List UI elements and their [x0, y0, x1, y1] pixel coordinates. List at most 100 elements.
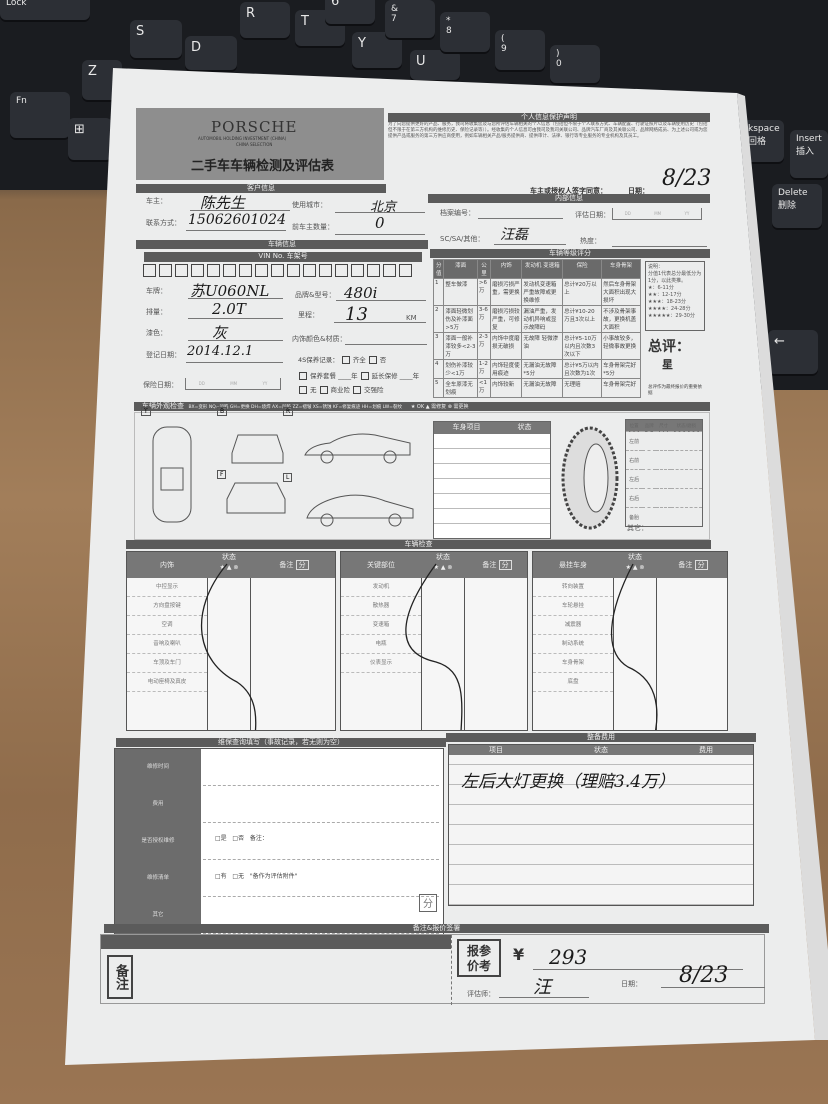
none-label[interactable]: 无: [238, 873, 245, 880]
check-item[interactable]: 仪表显示: [341, 654, 421, 673]
have-label[interactable]: 有: [220, 873, 227, 880]
check-item[interactable]: 方向盘按键: [127, 597, 207, 616]
extended-warranty-checkbox[interactable]: [360, 372, 369, 380]
no-checkbox[interactable]: [368, 356, 377, 364]
check-item[interactable]: 车轮悬挂: [533, 597, 613, 616]
service-label: 4S保养记录：: [298, 356, 339, 364]
owner-label: 车主：: [146, 197, 167, 205]
check-item[interactable]: 空调: [127, 616, 207, 635]
check-item[interactable]: 电瓶: [341, 635, 421, 654]
vin-box[interactable]: [287, 264, 300, 277]
body-items-rows[interactable]: [434, 434, 550, 538]
model-value[interactable]: 480i: [344, 284, 378, 302]
status-column: [613, 578, 657, 730]
check-item[interactable]: 制动系统: [533, 635, 613, 654]
check-item[interactable]: 散热器: [341, 597, 421, 616]
paint-value[interactable]: 灰: [212, 324, 228, 342]
grading-header-row: 分值漆面公里内饰发动机 变速箱保险车身骨架: [432, 259, 641, 279]
check-item[interactable]: 发动机: [341, 578, 421, 597]
overall-label: 总评：: [648, 339, 690, 355]
overall-note: 总评作为最终报价的重要依据: [648, 385, 702, 396]
contact-value[interactable]: 15062601024: [188, 212, 286, 228]
vin-box[interactable]: [191, 264, 204, 277]
car-left-view: [306, 494, 414, 519]
check-item[interactable]: 转向装置: [533, 578, 613, 597]
insurance-type-row: 无商业险交强险: [296, 384, 384, 394]
vin-box[interactable]: [143, 264, 156, 277]
key-insert: Insert 插入: [790, 130, 828, 178]
prep-table[interactable]: 项目状态费用 左后大灯更换（理赔3.4万）: [448, 744, 754, 906]
score-box[interactable]: 分: [295, 560, 309, 570]
vin-box[interactable]: [367, 264, 380, 277]
owner-value[interactable]: 陈先生: [200, 194, 246, 212]
tire-position: 左前: [625, 431, 643, 451]
vin-box[interactable]: [319, 264, 332, 277]
prep-entry[interactable]: 左后大灯更换（理赔3.4万）: [461, 772, 676, 792]
score-box[interactable]: 分: [694, 560, 708, 570]
grading-cell: 无故障 轻微渗油: [521, 332, 564, 360]
check-item[interactable]: 变速箱: [341, 616, 421, 635]
none-checkbox[interactable]: [299, 386, 307, 394]
package-row: 保养套餐 ____年延长保修 ____年: [296, 370, 419, 380]
tire-row[interactable]: 备胎: [625, 507, 703, 527]
check-item[interactable]: 底盘: [533, 673, 613, 692]
heat-line: [612, 246, 707, 247]
tire-row[interactable]: 左前: [625, 431, 703, 451]
maintenance-score-box[interactable]: 分: [419, 894, 437, 912]
full-checkbox[interactable]: [341, 356, 350, 364]
sign-heading: 备注&报价签署: [104, 924, 769, 933]
vin-box[interactable]: [239, 264, 252, 277]
sign-area: 备注 报参价考 ¥ 293 评估师： 汪 日期： 8/23: [100, 934, 765, 1005]
sign-date[interactable]: 8/23: [679, 963, 729, 988]
check-item[interactable]: 音响及喇叭: [127, 635, 207, 654]
mileage-value[interactable]: 13: [345, 304, 368, 325]
vin-box[interactable]: [335, 264, 348, 277]
no-label[interactable]: 否: [238, 835, 245, 842]
prev-owners-value[interactable]: 0: [375, 214, 385, 232]
grading-header: 公里: [476, 259, 492, 279]
vin-box[interactable]: [351, 264, 364, 277]
disp-value[interactable]: 2.0T: [212, 300, 246, 318]
check-item[interactable]: 车顶及车门: [127, 654, 207, 673]
vin-boxes[interactable]: [143, 264, 412, 277]
vin-box[interactable]: [255, 264, 268, 277]
consent-date: 8/23: [662, 166, 712, 191]
check-item[interactable]: 减震器: [533, 616, 613, 635]
package-checkbox[interactable]: [299, 372, 307, 380]
reg-date-value[interactable]: 2014.12.1: [187, 344, 254, 359]
contact-line: [186, 230, 286, 231]
sc-value[interactable]: 汪磊: [500, 227, 528, 243]
check-panel-title: 关键部位: [341, 552, 421, 578]
plate-value[interactable]: 苏U060NL: [190, 282, 270, 300]
remark-header: 备注 分: [657, 552, 727, 578]
grading-header: 保险: [562, 259, 603, 279]
check-item[interactable]: 车身骨架: [533, 654, 613, 673]
legend-star-5: ★★★★★：29-30分: [648, 313, 695, 319]
compulsory-checkbox[interactable]: [353, 386, 361, 394]
vin-box[interactable]: [383, 264, 396, 277]
yes-label[interactable]: 是: [220, 835, 227, 842]
vin-box[interactable]: [159, 264, 172, 277]
vin-box[interactable]: [303, 264, 316, 277]
grading-header: 车身骨架: [601, 259, 641, 279]
vin-box[interactable]: [223, 264, 236, 277]
commercial-checkbox[interactable]: [319, 386, 328, 394]
vin-box[interactable]: [271, 264, 284, 277]
vin-box[interactable]: [207, 264, 220, 277]
vin-box[interactable]: [175, 264, 188, 277]
form-header-logo-box: PORSCHE AUTOMOBIL HOLDING INVESTMENT (CH…: [136, 108, 384, 180]
tire-row[interactable]: 左后: [625, 469, 703, 489]
tire-row[interactable]: 右后: [625, 488, 703, 508]
appraiser-signature[interactable]: 汪: [533, 977, 551, 998]
reference-price[interactable]: 293: [549, 945, 588, 969]
remark-label: 备注: [482, 561, 497, 569]
status-symbols: ★ ▲ ⊗: [207, 564, 251, 578]
score-box[interactable]: 分: [498, 560, 512, 570]
check-item[interactable]: 中控显示: [127, 578, 207, 597]
tire-row[interactable]: 右前: [625, 450, 703, 470]
city-value[interactable]: 北京: [370, 200, 397, 215]
check-item[interactable]: 电动座椅及真皮: [127, 673, 207, 692]
vin-box[interactable]: [399, 264, 412, 277]
